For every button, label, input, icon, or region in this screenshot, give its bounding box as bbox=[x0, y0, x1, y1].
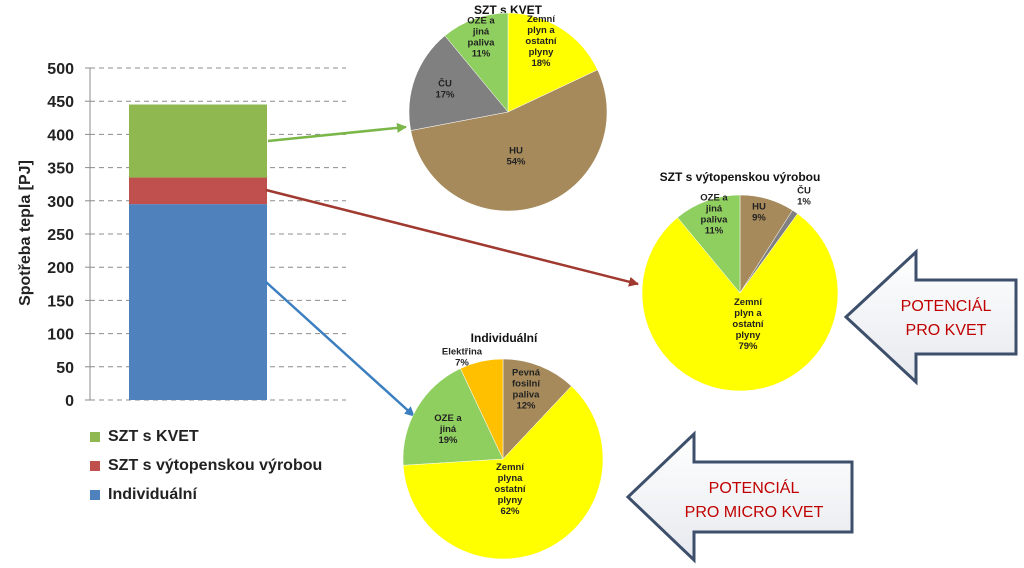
pie-slice bbox=[410, 69, 608, 212]
legend-item-individualni: Individuální bbox=[90, 486, 197, 504]
legend-swatch bbox=[90, 461, 100, 471]
legend-swatch bbox=[90, 432, 100, 442]
callout-line2: PRO KVET bbox=[906, 322, 987, 339]
legend-item-szt-kvet: SZT s KVET bbox=[90, 428, 199, 446]
pie-slice bbox=[507, 12, 598, 113]
y-tick-label: 500 bbox=[47, 61, 74, 78]
pie-slice bbox=[677, 194, 741, 294]
y-tick-label: 350 bbox=[47, 161, 74, 178]
bar-segment bbox=[129, 177, 267, 205]
y-tick-label: 100 bbox=[47, 327, 74, 344]
y-tick-label: 200 bbox=[47, 260, 74, 277]
callout-line1: POTENCIÁL bbox=[709, 478, 800, 497]
pie-title: SZT s KVET bbox=[474, 3, 543, 17]
y-axis-label: Spotřeba tepla [PJ] bbox=[17, 160, 34, 306]
arrow-individualni bbox=[265, 281, 415, 417]
legend-item-szt-vytopenska: SZT s výtopenskou výrobou bbox=[90, 457, 322, 475]
arrow-vytopenska bbox=[265, 188, 639, 287]
y-tick-label: 400 bbox=[47, 127, 74, 144]
pie-slice bbox=[402, 385, 604, 560]
pie-slice bbox=[402, 368, 504, 466]
arrow-kvet bbox=[267, 122, 407, 143]
callout-potencial-micro-kvet: POTENCIÁL PRO MICRO KVET bbox=[625, 430, 854, 564]
y-tick-label: 300 bbox=[47, 194, 74, 211]
bar-segments bbox=[129, 104, 267, 400]
bar-y-ticks: 0 50 100 150 200 250 300 350 400 450 500 bbox=[47, 61, 74, 410]
connector-arrows bbox=[265, 122, 639, 417]
y-tick-label: 250 bbox=[47, 227, 74, 244]
pie-slice bbox=[460, 358, 504, 460]
pie-slice bbox=[408, 35, 509, 131]
y-tick-label: 450 bbox=[47, 94, 74, 111]
callout-line2: PRO MICRO KVET bbox=[685, 504, 824, 521]
pie-slice bbox=[444, 12, 509, 113]
bar-segment bbox=[129, 104, 267, 178]
pie-title: Individuální bbox=[471, 331, 538, 345]
pie-title: SZT s výtopenskou výrobou bbox=[660, 170, 821, 184]
callout-line1: POTENCIÁL bbox=[901, 296, 992, 315]
legend-label: SZT s KVET bbox=[108, 428, 199, 445]
legend-swatch bbox=[90, 490, 100, 500]
pie-slice bbox=[641, 213, 839, 392]
callout-potencial-kvet: POTENCIÁL PRO KVET bbox=[843, 248, 1018, 386]
stacked-bar-chart: 0 50 100 150 200 250 300 350 400 450 500 Spotřeba … bbox=[17, 61, 346, 410]
legend-label: Individuální bbox=[108, 486, 197, 503]
bar-segment bbox=[129, 204, 267, 400]
pie-slice bbox=[502, 358, 572, 460]
y-tick-label: 50 bbox=[56, 360, 74, 377]
y-tick-label: 0 bbox=[65, 393, 74, 410]
legend-label: SZT s výtopenskou výrobou bbox=[108, 457, 323, 474]
y-tick-label: 150 bbox=[47, 293, 74, 310]
